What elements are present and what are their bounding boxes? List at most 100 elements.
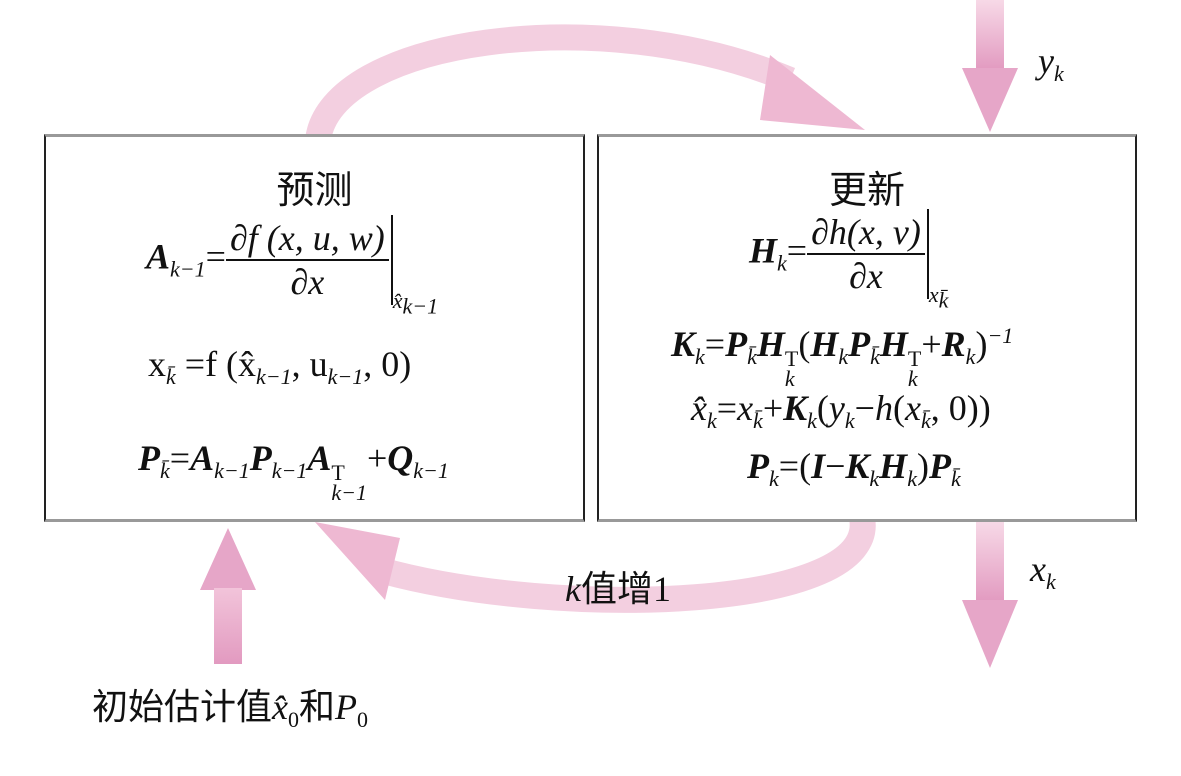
formula-token: = xyxy=(716,388,738,428)
u-part: , u xyxy=(291,344,328,384)
A-symbol: A xyxy=(146,236,171,277)
formula-token: − xyxy=(825,446,846,486)
formula-token: = xyxy=(704,324,726,364)
state-update-formula: x̂k=xk̄+Kk(yk−h(xk̄, 0)) xyxy=(691,387,991,434)
formula-token: k−1 xyxy=(214,458,250,484)
formula-token: A xyxy=(307,438,332,478)
measurement-symbol: y xyxy=(1038,41,1054,81)
formula-token: y xyxy=(828,388,845,428)
x-rhs-sub1: k−1 xyxy=(256,364,292,390)
state-prediction-formula: xk̄ =f (x̂k−1, uk−1, 0) xyxy=(148,343,411,390)
formula-token: ( xyxy=(798,324,811,364)
formula-token: − xyxy=(854,388,875,428)
update-title: 更新 xyxy=(828,170,905,212)
formula-token: k̄ xyxy=(920,408,931,434)
formula-token: x̂ xyxy=(691,388,707,428)
init-x-sub: 0 xyxy=(288,707,299,733)
formula-token: k xyxy=(838,344,849,370)
x-rhs-end: , 0) xyxy=(363,344,412,384)
formula-token: h xyxy=(874,388,893,428)
formula-token: H xyxy=(879,324,908,364)
H-numerator: ∂h(x, v) xyxy=(807,211,925,255)
formula-token: k xyxy=(907,466,917,492)
measurement-label: yk xyxy=(1038,40,1064,87)
formula-token: + xyxy=(366,438,388,478)
H-symbol: H xyxy=(749,230,778,271)
formula-token: k xyxy=(706,408,717,434)
formula-token: k̄ xyxy=(747,344,757,370)
covariance-update-formula: Pk=(I−KkHk)Pk̄ xyxy=(747,445,961,492)
init-and: 和 xyxy=(299,687,336,727)
increment-text: 值增1 xyxy=(580,569,671,609)
formula-token: = xyxy=(169,438,191,478)
formula-token: k xyxy=(769,466,779,492)
formula-token: , 0)) xyxy=(930,388,991,428)
H-denominator: ∂x xyxy=(849,256,883,296)
formula-token: P xyxy=(928,446,951,486)
init-arrow-shaft xyxy=(214,588,242,664)
increment-k: k xyxy=(565,569,581,609)
formula-token: ( xyxy=(816,388,829,428)
formula-token: ) xyxy=(975,324,988,364)
H-eval-subscript: k̄ xyxy=(938,287,949,313)
A-numerator: ∂f (x, u, w) xyxy=(225,217,389,261)
increment-label: k值增1 xyxy=(565,560,671,612)
bottom-arc-arrowhead xyxy=(315,522,400,600)
bottom-arc-arrow xyxy=(376,515,876,613)
formula-token: k−1 xyxy=(413,458,449,484)
formula-token: P xyxy=(138,438,160,478)
formula-token: k̄ xyxy=(870,344,880,370)
top-arc-arrowhead xyxy=(760,55,865,130)
H-subscript: k xyxy=(777,250,787,276)
output-arrow-shaft xyxy=(976,522,1004,602)
measurement-arrow-shaft xyxy=(976,0,1004,70)
x-rhs: =f (x̂ xyxy=(184,344,257,384)
formula-token: + xyxy=(921,324,942,364)
output-arrowhead xyxy=(962,600,1018,668)
output-label: xk xyxy=(1030,548,1056,595)
A-denominator: ∂x xyxy=(290,262,325,302)
formula-token: k̄ xyxy=(950,466,961,492)
formula-token: k xyxy=(869,466,880,492)
formula-token: k xyxy=(807,408,817,434)
formula-token: x xyxy=(737,388,754,428)
formula-token: K xyxy=(783,388,808,428)
A-eval-point: x̂ xyxy=(392,288,403,314)
initial-estimate-label: 初始估计值x̂0和P0 xyxy=(92,678,368,733)
formula-token: Q xyxy=(387,438,414,478)
formula-token: k−1 xyxy=(271,458,308,484)
A-subscript: k−1 xyxy=(170,256,206,282)
formula-token: k xyxy=(965,344,976,370)
formula-token: x xyxy=(904,388,921,428)
x-pred: x xyxy=(148,344,166,384)
top-arc-arrow xyxy=(305,24,796,143)
formula-token: ( xyxy=(892,388,905,428)
formula-token: P xyxy=(747,446,769,486)
formula-token: K xyxy=(671,324,696,364)
init-x: x̂ xyxy=(272,687,288,727)
init-text: 初始估计值 xyxy=(92,687,273,727)
formula-token: k̄ xyxy=(160,458,170,484)
formula-token: + xyxy=(762,388,784,428)
x-pred-sub: k̄ xyxy=(166,364,176,390)
formula-token: H xyxy=(756,324,785,364)
formula-token: k xyxy=(695,344,705,370)
output-sub: k xyxy=(1045,569,1056,595)
formula-token: k̄ xyxy=(753,408,763,434)
formula-token: H xyxy=(810,324,839,364)
H-eval-point: x xyxy=(928,282,939,308)
formula-token: k xyxy=(844,408,855,434)
formula-token: I xyxy=(811,446,826,486)
formula-token: =( xyxy=(778,446,812,486)
formula-token: −1 xyxy=(987,323,1014,348)
init-P-sub: 0 xyxy=(357,707,369,733)
